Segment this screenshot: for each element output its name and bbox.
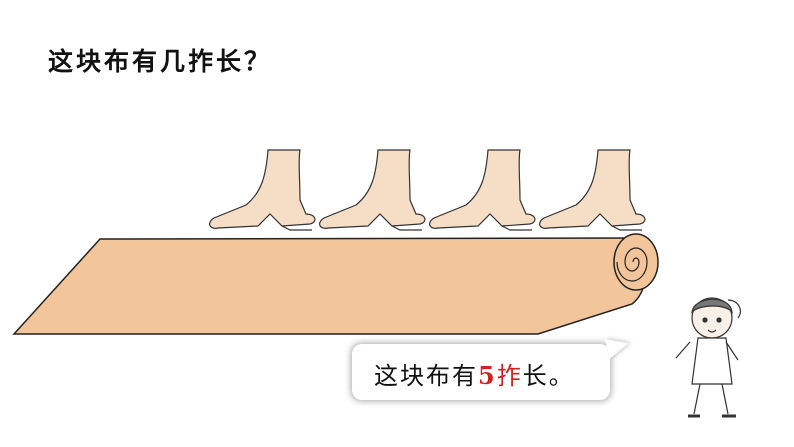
cloth-roll-spiral: [616, 247, 648, 282]
cloth-strip: [12, 237, 647, 335]
hand-3: [429, 149, 536, 231]
answer-number: 5: [478, 361, 497, 390]
girl-character: [675, 297, 741, 418]
answer-suffix: 长。: [522, 362, 575, 390]
cloth-roll: [613, 233, 659, 291]
answer-prefix: 这块布有: [374, 362, 478, 390]
answer-unit: 拃: [496, 362, 523, 390]
hand-4: [539, 149, 646, 231]
answer-text: 这块布有5拃长。: [374, 356, 575, 391]
hand-2: [319, 149, 426, 231]
speech-bubble: [352, 344, 610, 400]
hand-1: [209, 149, 316, 231]
question-text: 这块布有几拃长？: [48, 47, 273, 76]
